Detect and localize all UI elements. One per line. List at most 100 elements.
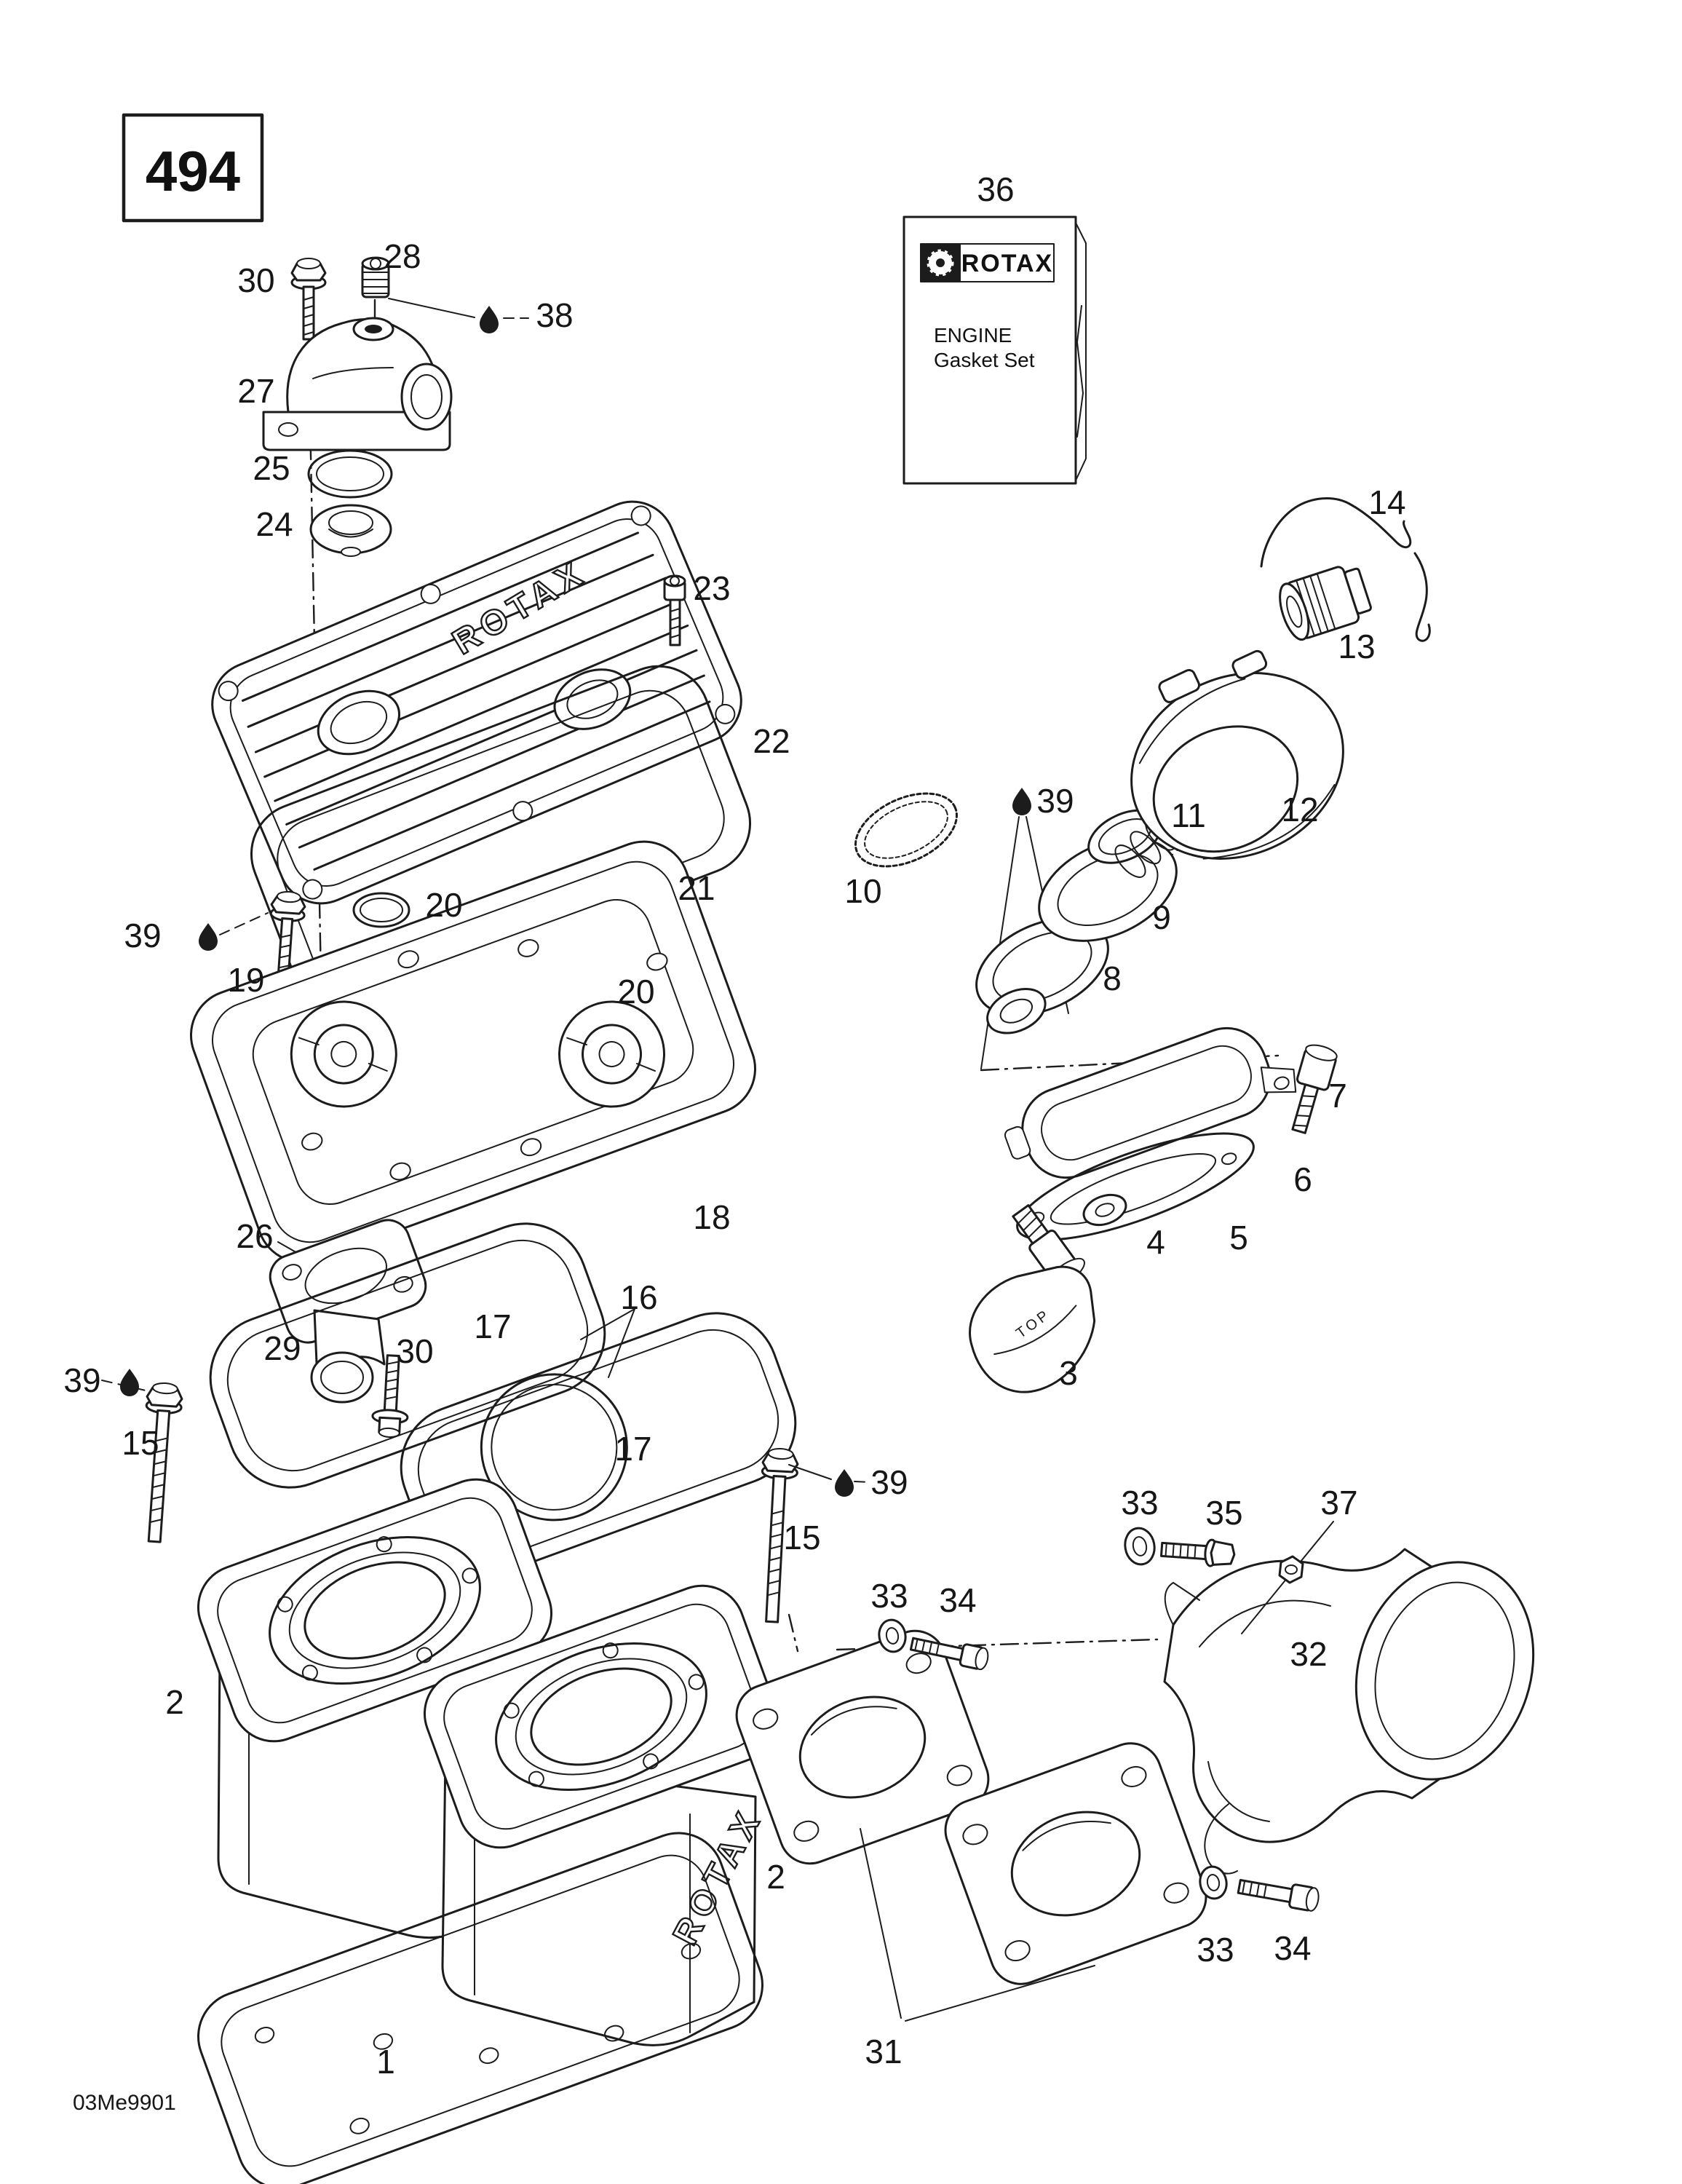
callout-39a: 39 xyxy=(124,917,161,954)
model-badge-label: 494 xyxy=(146,139,240,203)
loctite-drop-39b xyxy=(101,1369,146,1396)
exhaust-manifold-32 xyxy=(1163,1548,1535,1875)
exhaust-flange-31-upper xyxy=(735,1629,990,1865)
valve-plate-5 xyxy=(1016,1132,1255,1241)
callout-1: 1 xyxy=(376,2043,395,2081)
socket-flange-26 xyxy=(269,1219,427,1344)
callout-15a: 15 xyxy=(122,1424,159,1462)
socket-bolt-23 xyxy=(663,574,686,646)
o-ring-10 xyxy=(854,792,958,868)
cylinder-head-18 xyxy=(189,840,757,1264)
cylinder-right-2: ROTAX xyxy=(423,1584,779,2046)
thermostat-24 xyxy=(309,504,392,557)
gasket-kit-box: ROTAX ENGINE Gasket Set xyxy=(903,215,1087,485)
socket-bolt-34-lower xyxy=(1237,1878,1320,1912)
callout-37: 37 xyxy=(1320,1484,1357,1522)
callout-6: 6 xyxy=(1293,1160,1312,1198)
washer-33-bottom xyxy=(1199,1865,1228,1900)
callout-4: 4 xyxy=(1146,1223,1165,1261)
callout-39c: 39 xyxy=(870,1463,908,1501)
callout-16: 16 xyxy=(620,1278,657,1316)
washer-4 xyxy=(1082,1193,1127,1227)
piston-cup-8 xyxy=(975,917,1109,1034)
callout-11: 11 xyxy=(1171,796,1206,834)
o-ring-20-left xyxy=(352,892,410,928)
callout-30a: 30 xyxy=(237,261,274,299)
callout-3: 3 xyxy=(1059,1354,1078,1392)
head-boss-left xyxy=(290,1000,397,1108)
callout-36: 36 xyxy=(977,170,1014,208)
callout-12: 12 xyxy=(1281,791,1318,828)
screw-30-lower xyxy=(371,1354,409,1439)
callout-30b: 30 xyxy=(396,1332,433,1370)
kit-title-line1: ENGINE xyxy=(934,324,1012,347)
callout-28: 28 xyxy=(384,237,421,275)
washer-33-top xyxy=(1124,1527,1156,1566)
callout-2b: 2 xyxy=(766,1858,785,1896)
head-gasket-17-upper xyxy=(209,1222,606,1489)
callout-29: 29 xyxy=(263,1329,301,1367)
loctite-drop-38 xyxy=(388,298,529,333)
callout-14: 14 xyxy=(1368,483,1405,521)
callout-8: 8 xyxy=(1103,960,1122,997)
leader-31 xyxy=(860,1828,1095,2022)
callout-25: 25 xyxy=(253,449,290,487)
rotax-gear-icon xyxy=(927,249,954,277)
head-boss-right xyxy=(558,1000,666,1108)
hex-bolt-15-right xyxy=(761,1447,799,1623)
callout-5: 5 xyxy=(1229,1219,1248,1257)
callout-33b: 33 xyxy=(870,1577,908,1615)
callout-23: 23 xyxy=(693,569,730,607)
wire-clip-14 xyxy=(1260,497,1431,642)
socket-bolt-34-upper xyxy=(909,1637,989,1671)
diaphragm-9 xyxy=(1038,809,1178,942)
nut-37 xyxy=(1241,1521,1334,1634)
thermostat-housing-27 xyxy=(262,317,453,451)
callout-18: 18 xyxy=(693,1198,730,1236)
callout-38: 38 xyxy=(536,296,573,334)
bellows-cap-12 xyxy=(1130,649,1344,860)
kit-brand: ROTAX xyxy=(961,250,1053,277)
callout-9: 9 xyxy=(1152,898,1171,936)
callout-13: 13 xyxy=(1338,628,1375,665)
callout-27: 27 xyxy=(237,372,274,410)
washer-33-middle xyxy=(878,1618,907,1653)
valve-slide-3: TOP xyxy=(969,1204,1096,1393)
callout-34a: 34 xyxy=(939,1581,976,1619)
loctite-drop-39a xyxy=(199,912,269,951)
valve-cover-6 xyxy=(1004,1026,1297,1179)
callout-39d: 39 xyxy=(1036,782,1074,820)
callout-7: 7 xyxy=(1328,1077,1347,1115)
socket-bolt-7 xyxy=(1291,1044,1338,1134)
model-badge: 494 xyxy=(122,113,264,223)
kit-title-line2: Gasket Set xyxy=(934,349,1035,371)
leader-16 xyxy=(580,1308,635,1378)
callout-20a: 20 xyxy=(425,886,462,924)
callout-26: 26 xyxy=(236,1217,273,1255)
callout-15b: 15 xyxy=(783,1519,820,1556)
callout-17b: 17 xyxy=(614,1430,651,1468)
callout-22: 22 xyxy=(753,722,790,760)
hex-bolt-30-top xyxy=(290,258,327,341)
hex-bolt-15-left xyxy=(145,1382,183,1543)
exhaust-flange-31-lower xyxy=(944,1742,1207,1985)
callout-19: 19 xyxy=(227,961,264,999)
callout-31: 31 xyxy=(865,2033,902,2070)
callout-33c: 33 xyxy=(1197,1931,1234,1969)
callout-17a: 17 xyxy=(474,1307,511,1345)
callout-2a: 2 xyxy=(165,1683,184,1721)
callout-10: 10 xyxy=(844,872,881,910)
outlet-socket-29 xyxy=(310,1309,386,1404)
callout-35: 35 xyxy=(1205,1494,1242,1532)
callout-39b: 39 xyxy=(63,1361,100,1399)
callout-32: 32 xyxy=(1290,1635,1327,1673)
footer-code: 03Me9901 xyxy=(73,2091,176,2115)
hex-bolt-35 xyxy=(1159,1538,1236,1567)
callout-20b: 20 xyxy=(617,973,654,1010)
plug-screw-28 xyxy=(361,256,390,298)
base-gasket-1 xyxy=(197,1832,763,2184)
loctite-drop-39c xyxy=(788,1464,871,1497)
